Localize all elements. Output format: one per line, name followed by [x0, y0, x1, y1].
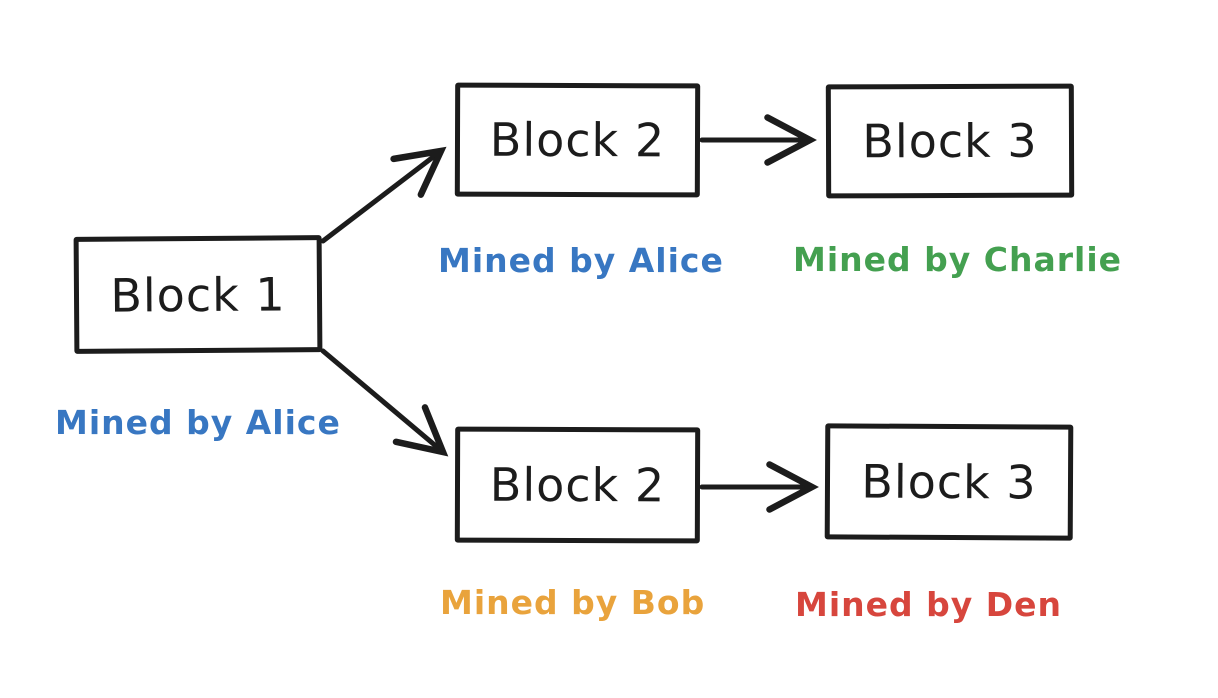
label-miner-block2-bottom: Mined by Bob: [440, 583, 706, 622]
node-block2-bottom-label: Block 2: [489, 457, 666, 513]
label-miner-block1: Mined by Alice: [55, 403, 341, 442]
node-block2-bottom: Block 2: [454, 426, 701, 544]
label-miner-block3-bottom: Mined by Den: [795, 585, 1063, 624]
arrow-block1-to-block2-bottom: [320, 348, 449, 457]
node-block3-bottom: Block 3: [824, 423, 1074, 541]
label-miner-block2-top: Mined by Alice: [438, 241, 724, 280]
node-block3-top: Block 3: [825, 83, 1075, 199]
node-block1: Block 1: [73, 235, 323, 354]
node-block2-top: Block 2: [454, 82, 701, 198]
node-block1-label: Block 1: [110, 266, 286, 323]
node-block3-top-label: Block 3: [862, 113, 1038, 169]
arrow-block1-to-block2-top: [320, 146, 447, 244]
label-miner-block3-top: Mined by Charlie: [793, 240, 1123, 279]
node-block3-bottom-label: Block 3: [861, 454, 1037, 510]
node-block2-top-label: Block 2: [489, 112, 666, 168]
